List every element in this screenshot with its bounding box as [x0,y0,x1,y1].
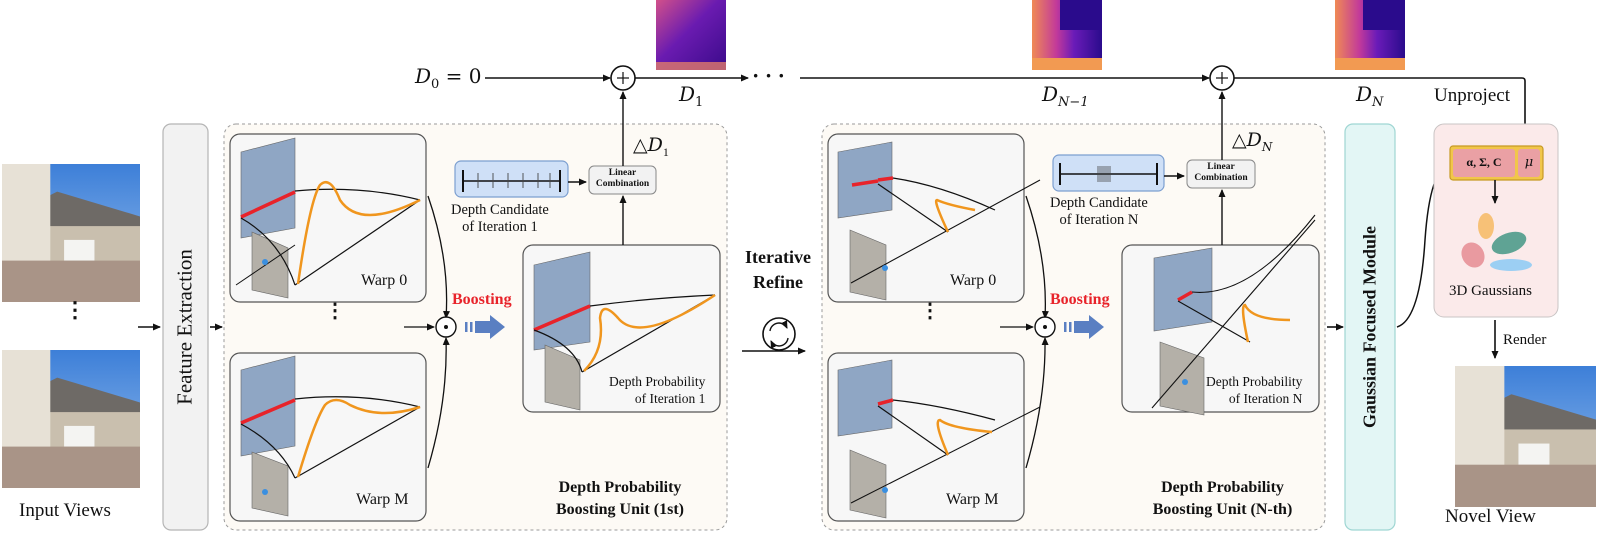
unproject-label: Unproject [1434,85,1510,106]
depth-map-dn [1335,0,1405,70]
depth-map-d1 [656,0,726,70]
dn1-subscript: N−1 [1058,95,1089,110]
depth-candidate-box-n [1052,154,1165,192]
depth-candidate-label-1: Depth Candidate of Iteration 1 [451,202,549,236]
depth-probability-label-1: Depth Probability of Iteration 1 [609,373,705,407]
d1-subscript: 1 [695,95,704,110]
iterative-line1: Iterative [745,247,811,267]
boosting-arrow-1 [465,315,505,339]
delta-dn-label: △DN [1232,129,1272,154]
linear-combination-box-n [1186,159,1256,189]
novel-view-label: Novel View [1445,506,1536,527]
delta-d1-label: △D1 [633,134,669,160]
boosting-arrow-n [1064,315,1104,339]
depth-candidate-line2-n: of Iteration N [1059,212,1139,228]
d1-label: D1 [679,82,703,110]
depth-candidate-box-1 [454,160,569,198]
linear-line2-n: Combination [1194,173,1248,183]
prob-line1: Depth Probability [609,374,706,389]
boosting-label-n: Boosting [1050,291,1110,308]
unproject-arrow [1234,77,1529,146]
unit-1-title-line2: Boosting Unit (1st) [555,501,684,518]
warp-ellipsis-n: ⋮ [920,300,940,322]
input-view-1 [2,164,140,302]
iterative-refine-icon [742,317,806,355]
gaussian-focused-module-box [1344,123,1396,531]
warp-0-label-n: Warp 0 [950,272,997,289]
iterative-refine-label: Iterative Refine [733,245,823,295]
linear-combination-label-n: Linear Combination [1187,162,1255,184]
gaussian-focused-module-label: Gaussian Focused Module [1359,225,1380,429]
depth-map-dn1 [1032,0,1102,70]
dn-symbol: D [1356,82,1373,106]
render-label: Render [1503,332,1547,348]
d0-equals: = 0 [439,64,482,88]
feature-extraction-label: Feature Extraction [172,249,197,405]
dn1-symbol: D [1042,82,1059,106]
input-view-2 [2,350,140,488]
gaussian-params-label: α, Σ, C [1466,155,1502,169]
gaussians-label: 3D Gaussians [1449,283,1532,299]
feature-extraction-box [162,123,209,531]
delta-subscript: 1 [662,144,669,159]
dn-label: DN [1356,82,1383,110]
linear-combination-label-1: Linear Combination [589,168,656,190]
linear-line1: Linear [608,168,637,178]
gaussian-ellipsoids [1461,213,1532,271]
dn-subscript: N [1372,95,1384,110]
gaussian-mu-label: μ [1524,155,1534,170]
unit-n-title-line1: Depth Probability [1161,479,1284,496]
prob-line2: of Iteration 1 [634,391,706,406]
delta-symbol-n: △D [1232,129,1262,151]
warp-m-label-n: Warp M [946,491,999,508]
novel-view-image [1455,366,1596,507]
prob-line2-n: of Iteration N [1228,391,1303,406]
unit-1-title: Depth Probability Boosting Unit (1st) [540,477,700,521]
unit-1-title-line1: Depth Probability [558,479,682,496]
delta-symbol: △D [633,134,663,156]
linear-line2: Combination [595,179,650,189]
delta-subscript-n: N [1261,139,1273,154]
iterative-line2: Refine [753,272,803,292]
depth-candidate-label-n: Depth Candidate of Iteration N [1050,195,1148,229]
dn1-label: DN−1 [1042,82,1089,110]
flow-ellipsis: · · · [752,63,786,88]
unit-n-title: Depth Probability Boosting Unit (N-th) [1135,477,1310,521]
d0-label: D0 = 0 [415,64,482,92]
warp-ellipsis-1: ⋮ [325,300,345,322]
depth-candidate-line1-n: Depth Candidate [1050,195,1148,211]
d0-subscript: 0 [431,77,440,92]
prob-line1-n: Depth Probability [1206,374,1303,389]
depth-probability-label-n: Depth Probability of Iteration N [1206,373,1302,407]
linear-line1-n: Linear [1207,162,1235,172]
depth-candidate-line2: of Iteration 1 [462,219,538,235]
boosting-label-1: Boosting [452,291,512,308]
unit-n-title-line2: Boosting Unit (N-th) [1152,501,1293,518]
warp-m-label: Warp M [356,491,409,508]
d1-symbol: D [679,82,696,106]
d0-symbol: D [415,64,432,88]
input-views-label: Input Views [19,500,111,521]
input-views-ellipsis: ⋮ [64,297,86,322]
depth-candidate-line1: Depth Candidate [451,202,549,218]
warp-0-label: Warp 0 [361,272,408,289]
